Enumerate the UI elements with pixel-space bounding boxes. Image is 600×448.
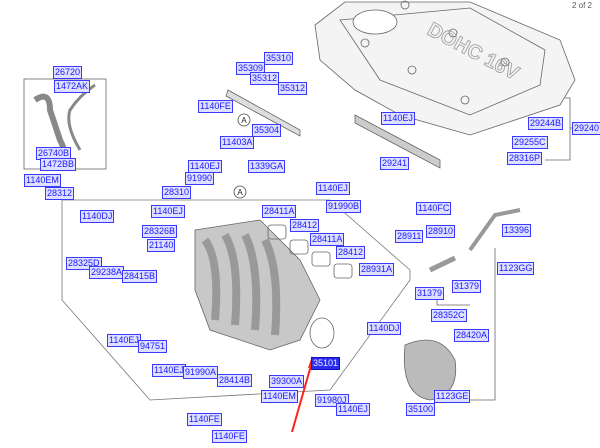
part-label-28310[interactable]: 28310 (162, 186, 192, 199)
part-label-91990[interactable]: 91990 (185, 172, 215, 185)
part-label-28352c[interactable]: 28352C (431, 309, 467, 322)
part-label-1472ak[interactable]: 1472AK (54, 80, 91, 93)
part-label-1339ga[interactable]: 1339GA (248, 160, 286, 173)
callout-a-top: A (237, 113, 251, 127)
part-label-28326b[interactable]: 28326B (142, 225, 178, 238)
part-label-1140ej-g[interactable]: 1140EJ (336, 403, 370, 416)
fuel-rail (225, 89, 301, 137)
svg-text:A: A (237, 188, 243, 197)
part-label-1123gg[interactable]: 1123GG (497, 262, 535, 275)
part-label-28312[interactable]: 28312 (45, 187, 75, 200)
part-label-21140[interactable]: 21140 (147, 239, 176, 252)
part-label-1140fe-c[interactable]: 1140FE (212, 430, 247, 443)
part-label-1140fe-b[interactable]: 1140FE (187, 413, 222, 426)
part-label-28316p[interactable]: 28316P (507, 152, 543, 165)
part-label-28415b[interactable]: 28415B (122, 270, 158, 283)
part-label-91990a[interactable]: 91990A (183, 366, 219, 379)
part-label-1140em-b[interactable]: 1140EM (261, 390, 298, 403)
part-label-28412-a[interactable]: 28412 (290, 219, 320, 232)
part-label-1140ej-e[interactable]: 1140EJ (107, 334, 141, 347)
part-label-1140fc[interactable]: 1140FC (416, 202, 452, 215)
part-label-28411a-b[interactable]: 28411A (310, 233, 345, 246)
part-label-35304[interactable]: 35304 (252, 124, 282, 137)
part-label-35101-selected[interactable]: 35101 (311, 357, 341, 370)
part-label-1140fe[interactable]: 1140FE (198, 100, 233, 113)
part-label-31379-a[interactable]: 31379 (452, 280, 482, 293)
part-label-1140ej-c[interactable]: 1140EJ (151, 205, 185, 218)
part-label-1140ej-f[interactable]: 1140EJ (152, 364, 186, 377)
part-label-28412-b[interactable]: 28412 (336, 246, 366, 259)
part-label-28411a-a[interactable]: 28411A (262, 205, 297, 218)
part-label-29240[interactable]: 29240 (572, 122, 600, 135)
callout-a-mid: A (233, 185, 247, 199)
part-label-11403a[interactable]: 11403A (220, 136, 255, 149)
part-label-26720[interactable]: 26720 (53, 66, 83, 79)
part-label-35310[interactable]: 35310 (264, 52, 294, 65)
part-label-28911[interactable]: 28911 (395, 230, 424, 243)
part-label-35100[interactable]: 35100 (406, 403, 436, 416)
part-label-28931a[interactable]: 28931A (359, 263, 395, 276)
part-label-35312-b[interactable]: 35312 (278, 82, 308, 95)
page-indicator: 2 of 2 (571, 1, 592, 10)
part-label-28420a[interactable]: 28420A (454, 329, 490, 342)
part-label-29244b[interactable]: 29244B (528, 117, 564, 130)
part-label-13396[interactable]: 13396 (502, 224, 532, 237)
part-label-39300a[interactable]: 39300A (269, 375, 305, 388)
svg-text:A: A (241, 116, 247, 125)
part-label-1140ej-a[interactable]: 1140EJ (188, 160, 222, 173)
part-label-1123ge[interactable]: 1123GE (434, 390, 471, 403)
part-label-28414b[interactable]: 28414B (217, 374, 253, 387)
throttle-body (403, 339, 457, 401)
part-label-29241[interactable]: 29241 (380, 157, 410, 170)
engine-cover (314, 1, 576, 136)
part-label-1140em[interactable]: 1140EM (24, 174, 61, 187)
part-label-31379-b[interactable]: 31379 (415, 287, 445, 300)
part-label-1140dj-b[interactable]: 1140DJ (367, 322, 402, 335)
part-label-28910[interactable]: 28910 (426, 225, 456, 238)
part-label-1140ej-b[interactable]: 1140EJ (316, 182, 350, 195)
part-label-1140dj[interactable]: 1140DJ (80, 210, 115, 223)
part-label-1472bb[interactable]: 1472BB (40, 158, 77, 171)
part-label-35312-a[interactable]: 35312 (250, 72, 280, 85)
part-label-29238a[interactable]: 29238A (89, 266, 125, 279)
part-label-91990b[interactable]: 91990B (326, 200, 362, 213)
part-label-94751[interactable]: 94751 (138, 340, 168, 353)
part-label-1140ej-d[interactable]: 1140EJ (381, 112, 415, 125)
part-label-29255c[interactable]: 29255C (512, 136, 548, 149)
